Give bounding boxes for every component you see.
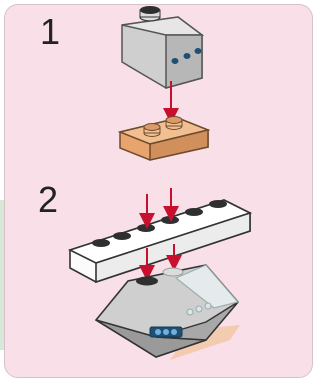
white-plate bbox=[70, 200, 250, 282]
orange-plate bbox=[120, 117, 208, 161]
control-panel-brick bbox=[96, 265, 240, 360]
slope-brick bbox=[122, 6, 202, 88]
